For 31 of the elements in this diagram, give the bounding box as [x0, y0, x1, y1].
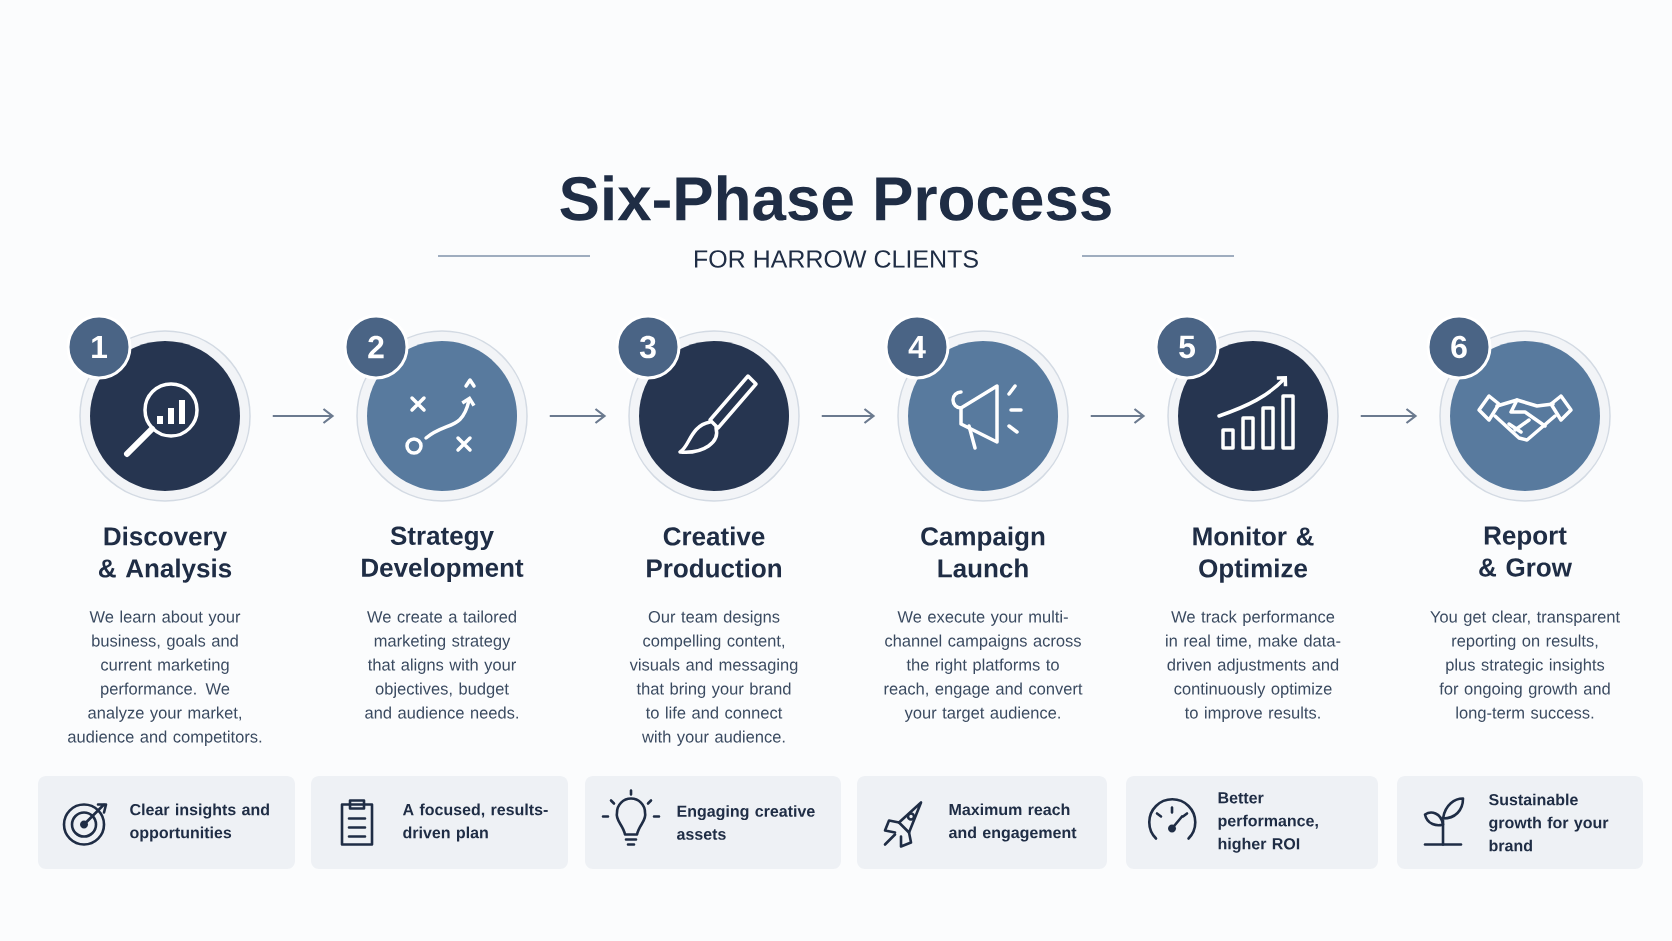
outcome-box: Engaging creative assets — [585, 776, 841, 869]
number-badge: 3 — [615, 314, 681, 380]
phase-description: We create a tailored marketing strategy that aligns with your objectives, budget and audience needs. — [365, 610, 518, 719]
arrow — [1360, 408, 1418, 424]
outcome-box: Better performance, higher ROI — [1126, 776, 1378, 869]
phase-description: We execute your multi-channel campaigns across the right platforms to reach, engage and convert your target audience. — [884, 610, 1083, 722]
number-badge: 2 — [343, 314, 409, 380]
phase-heading: Creative Production — [647, 526, 781, 578]
arrow — [821, 408, 876, 424]
outcome-box: A focused, results-driven plan — [311, 776, 568, 869]
outcome-box: Maximum reach and engagement — [857, 776, 1107, 869]
outcome-box: Sustainable growth for your brand — [1397, 776, 1643, 869]
phase-description: You get clear, transparent reporting on results, plus strategic insights for ongoing growth and long-term success. — [1430, 610, 1620, 722]
arrow — [272, 408, 335, 424]
subtitle: FOR HARROW CLIENTS — [695, 250, 978, 268]
title: Six-Phase Process — [560, 175, 1111, 221]
number-badge: 5 — [1154, 314, 1220, 380]
number-badge: 4 — [884, 314, 950, 380]
number-badge: 6 — [1426, 314, 1492, 380]
phase-description: We track performance in real time, make data-driven adjustments and continuously optimize to improve results. — [1166, 610, 1341, 722]
phase-heading: Discovery & Analysis — [98, 526, 232, 583]
outcome-box: Clear insights and opportunities — [38, 776, 295, 869]
phase-description: Our team designs compelling content, visuals and messaging that bring your brand to life and connect with your audience. — [629, 610, 798, 746]
phase-heading: Strategy Development — [362, 526, 524, 583]
arrow — [1090, 408, 1146, 424]
phase-heading: Report & Grow — [1479, 526, 1572, 577]
phase-heading: Monitor & Optimize — [1193, 526, 1314, 583]
phase-heading: Campaign Launch — [921, 526, 1045, 578]
phase-description: We learn about your business, goals and current marketing performance. We analyze your market, audience and competitors. — [68, 610, 262, 746]
arrow — [549, 408, 607, 424]
number-badge: 1 — [66, 314, 132, 380]
